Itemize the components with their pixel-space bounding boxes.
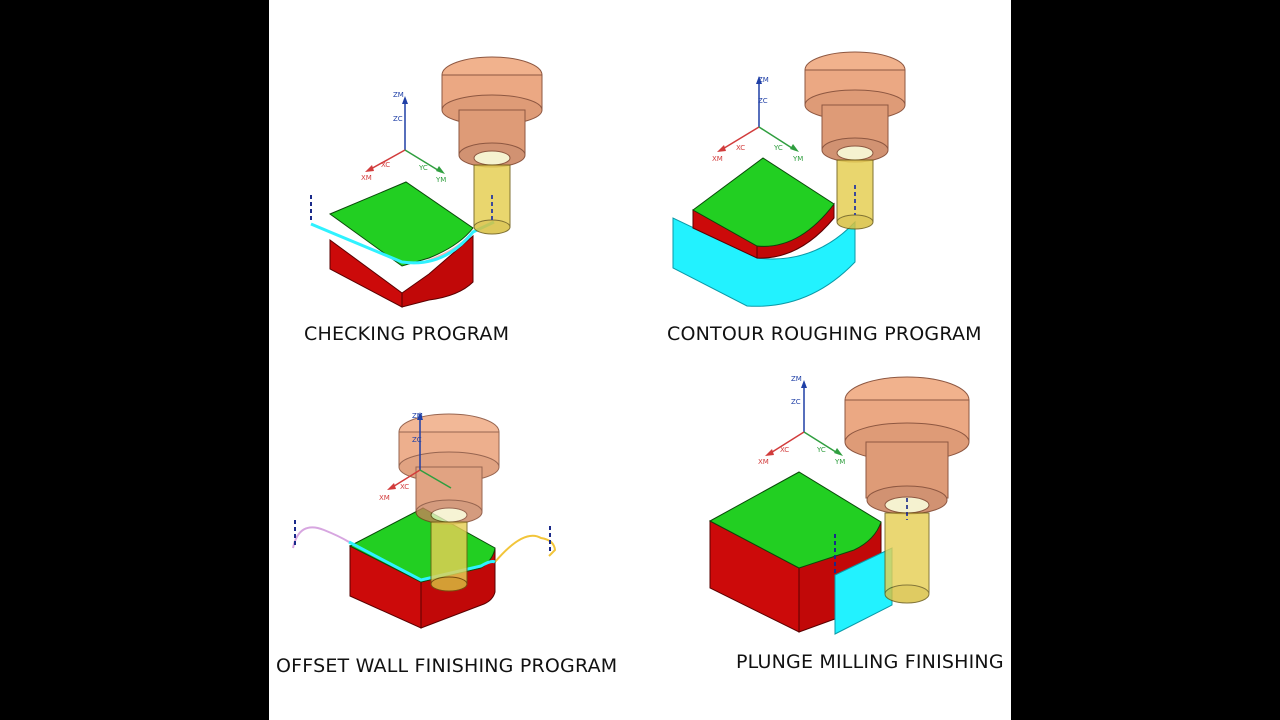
coordinate-axes: ZM ZC XC XM YC YM (758, 375, 845, 466)
tool-cutter (473, 164, 511, 235)
caption-offset-wall-finishing-program: OFFSET WALL FINISHING PROGRAM (276, 655, 618, 677)
tool-cutter (430, 521, 468, 592)
axis-label-zm: ZM (791, 375, 802, 383)
panel-offset-wall: ZM ZC XC XM (292, 412, 557, 629)
caption-contour-roughing-program: CONTOUR ROUGHING PROGRAM (667, 323, 982, 345)
axis-label-zc: ZC (758, 97, 768, 105)
tool-cutter (884, 498, 930, 604)
retract-curve (494, 534, 557, 563)
axis-label-xc: XC (780, 446, 789, 454)
axis-label-xm: XM (379, 494, 390, 502)
axis-label-zc: ZC (412, 436, 422, 444)
caption-plunge-milling-finishing: PLUNGE MILLING FINISHING (736, 651, 1004, 673)
spindle-assembly (441, 56, 543, 168)
coordinate-axes: ZM ZC XC XM (379, 412, 452, 502)
axis-label-zm: ZM (393, 91, 404, 99)
part-side-right (401, 234, 474, 308)
coordinate-axes: ZM ZC XC XM YC YM (712, 76, 803, 163)
toolpath-line (348, 540, 496, 582)
axis-label-zm: ZM (412, 412, 423, 420)
toolpath-surface (834, 547, 893, 635)
panel-plunge: ZM ZC XC XM YC YM (708, 375, 970, 635)
axis-label-xc: XC (400, 483, 409, 491)
approach-curve (292, 526, 350, 549)
tool-cutter (836, 159, 874, 230)
axis-label-ym: YM (435, 176, 446, 184)
axis-label-zc: ZC (393, 115, 403, 123)
axis-label-yc: YC (418, 164, 428, 172)
spindle-assembly (398, 413, 500, 525)
diagram-sheet: ZM ZC XC XM YC YM (269, 0, 1011, 720)
axis-label-xm: XM (712, 155, 723, 163)
coordinate-axes: ZM ZC XC XM YC YM (361, 91, 446, 184)
part-top-face (708, 471, 882, 569)
panel-contour-roughing: ZM ZC XC XM YC YM (672, 51, 906, 307)
axis-label-xc: XC (381, 161, 390, 169)
toolpath-line (310, 220, 495, 265)
axis-label-yc: YC (773, 144, 783, 152)
axis-label-zc: ZC (791, 398, 801, 406)
spindle-assembly (844, 376, 970, 515)
panel-checking: ZM ZC XC XM YC YM (310, 56, 543, 308)
axis-label-zm: ZM (758, 76, 769, 84)
axis-label-ym: YM (792, 155, 803, 163)
axis-label-ym: YM (834, 458, 845, 466)
part-top-face (692, 157, 835, 247)
axis-label-yc: YC (816, 446, 826, 454)
caption-checking-program: CHECKING PROGRAM (304, 323, 510, 345)
axis-label-xc: XC (736, 144, 745, 152)
axis-label-xm: XM (758, 458, 769, 466)
spindle-assembly (804, 51, 906, 163)
part-top-face (328, 181, 474, 267)
axis-label-xm: XM (361, 174, 372, 182)
